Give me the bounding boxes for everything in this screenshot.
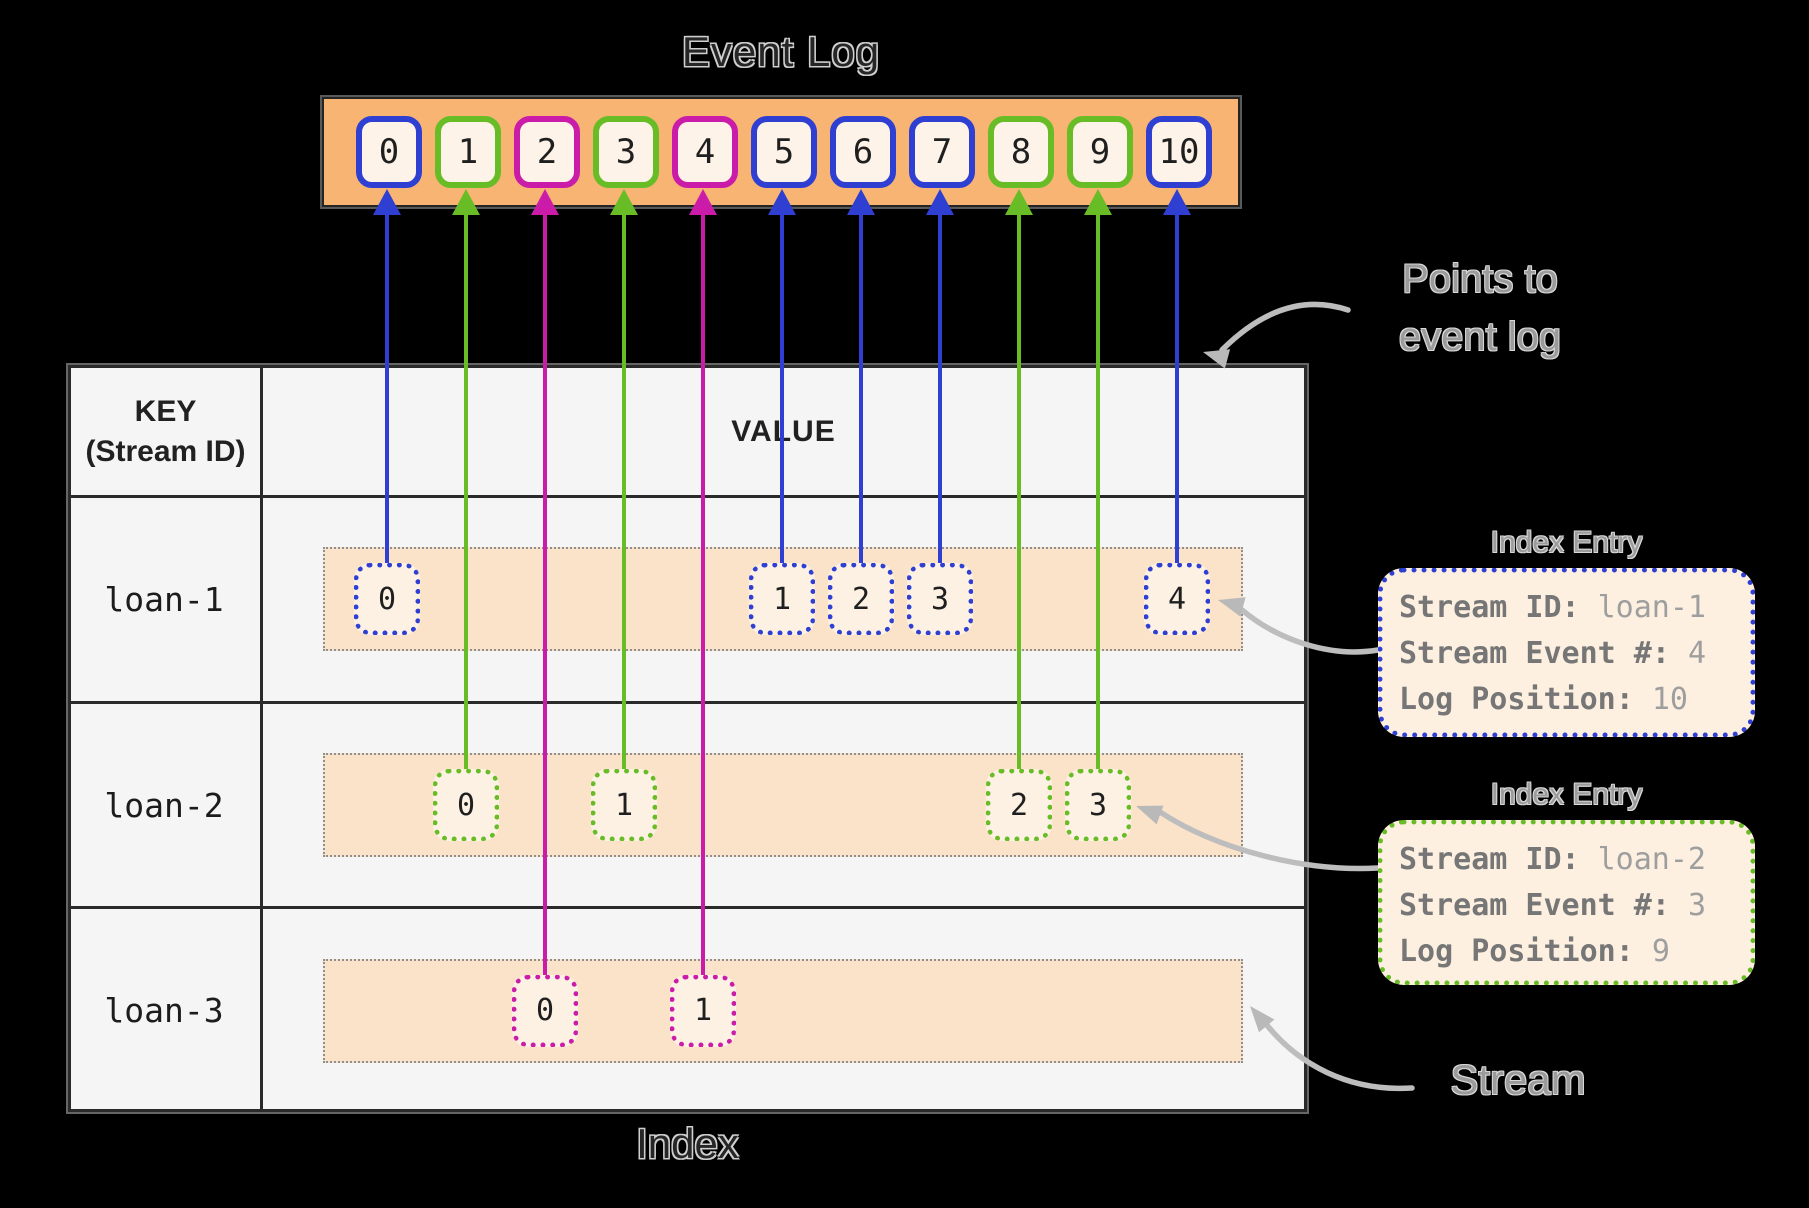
row-key-loan-1: loan-1 [104,579,224,619]
event-log-cell-9: 9 [1067,116,1133,188]
stream-entry-loan-2-3: 3 [1065,769,1131,841]
stream-entry-loan-2-0: 0 [433,769,499,841]
row-divider-1 [71,701,1304,704]
key-header-line2: (Stream ID) [85,434,246,468]
index-caption: Index [636,1120,739,1167]
points-to-arrow-curve [1219,301,1351,353]
event-log-cell-6: 6 [830,116,896,188]
row-divider-2 [71,906,1304,909]
field-value: 3 [1687,888,1706,923]
field-label: Stream Event #: [1399,888,1670,923]
callout-field: Stream ID: loan-2 [1399,837,1734,883]
gray-arrowheads [1136,349,1275,1033]
pointer-arrowhead-loan-2-1 [610,189,638,215]
field-value: 10 [1651,682,1688,717]
index-entry-2-callout: Stream ID: loan-2 Stream Event #: 3 Log Po… [1378,820,1755,985]
stream-band-loan-3 [323,958,1243,1063]
field-value: loan-2 [1597,842,1706,877]
callout-field: Log Position: 10 [1399,677,1734,723]
key-column-header: KEY (Stream ID) [71,368,260,495]
stream-entry-loan-3-1: 1 [670,974,736,1047]
field-value: 4 [1687,636,1706,671]
event-log-cell-2: 2 [514,116,580,188]
field-value: loan-1 [1597,590,1706,625]
pointer-arrowhead-loan-3-1 [689,189,717,215]
callout-field: Stream Event #: 3 [1399,883,1734,929]
field-label: Stream ID: [1399,590,1580,625]
pointer-arrowhead-loan-3-0 [531,189,559,215]
pointer-arrowhead-loan-2-0 [452,189,480,215]
gray-annotation-arrows [1157,301,1415,1092]
field-label: Stream Event #: [1399,636,1670,671]
index-entry-2-arrow-curve [1157,809,1381,872]
callout-field: Stream Event #: 4 [1399,631,1734,677]
pointer-arrowhead-loan-1-3 [926,189,954,215]
event-log-cell-10: 10 [1146,116,1212,188]
pointer-arrowhead-loan-1-0 [373,189,401,215]
stream-arrowhead [1250,1006,1275,1033]
field-label: Log Position: [1399,682,1634,717]
key-column-divider [260,368,263,1109]
stream-entry-loan-1-2: 2 [828,563,894,635]
stream-entry-loan-3-0: 0 [512,974,578,1047]
event-log-title: Event Log [681,28,881,75]
pointer-arrowhead-loan-1-4 [1163,189,1191,215]
field-value: 9 [1651,934,1670,969]
stream-entry-loan-1-4: 4 [1144,563,1210,635]
stream-annotation: Stream [1450,1056,1586,1103]
stream-entry-loan-2-2: 2 [986,769,1052,841]
row-key-loan-2: loan-2 [104,785,224,825]
points-to-arrowhead [1203,349,1231,369]
field-label: Stream ID: [1399,842,1580,877]
index-entry-1-title: Index Entry [1490,526,1643,559]
event-log-cell-4: 4 [672,116,738,188]
index-entry-1-arrow-curve [1239,607,1381,655]
index-entry-2-title: Index Entry [1490,778,1643,811]
index-entry-1-callout: Stream ID: loan-1 Stream Event #: 4 Log Po… [1378,568,1755,737]
points-to-annotation: Points to event log [1330,250,1630,366]
stream-entry-loan-1-1: 1 [749,563,815,635]
key-header-line1: KEY [134,394,197,428]
stream-arrow-curve [1263,1021,1415,1092]
event-log-cell-1: 1 [435,116,501,188]
pointer-arrowhead-loan-2-3 [1084,189,1112,215]
event-log-cell-7: 7 [909,116,975,188]
points-to-line2: event log [1398,315,1562,359]
pointer-arrowhead-loan-1-2 [847,189,875,215]
callout-field: Stream ID: loan-1 [1399,585,1734,631]
stream-entry-loan-1-0: 0 [354,563,420,635]
event-log-cell-8: 8 [988,116,1054,188]
index-entry-2-arrowhead [1136,805,1164,825]
callout-field: Log Position: 9 [1399,929,1734,975]
pointer-arrowhead-loan-1-1 [768,189,796,215]
pointer-arrowhead-loan-2-2 [1005,189,1033,215]
event-log-cell-3: 3 [593,116,659,188]
header-divider [71,495,1304,498]
index-entry-1-arrowhead [1218,597,1246,617]
event-log-cell-0: 0 [356,116,422,188]
field-label: Log Position: [1399,934,1634,969]
event-log-cell-5: 5 [751,116,817,188]
stream-entry-loan-1-3: 3 [907,563,973,635]
stream-entry-loan-2-1: 1 [591,769,657,841]
points-to-line1: Points to [1402,257,1558,301]
row-key-loan-3: loan-3 [104,991,224,1030]
